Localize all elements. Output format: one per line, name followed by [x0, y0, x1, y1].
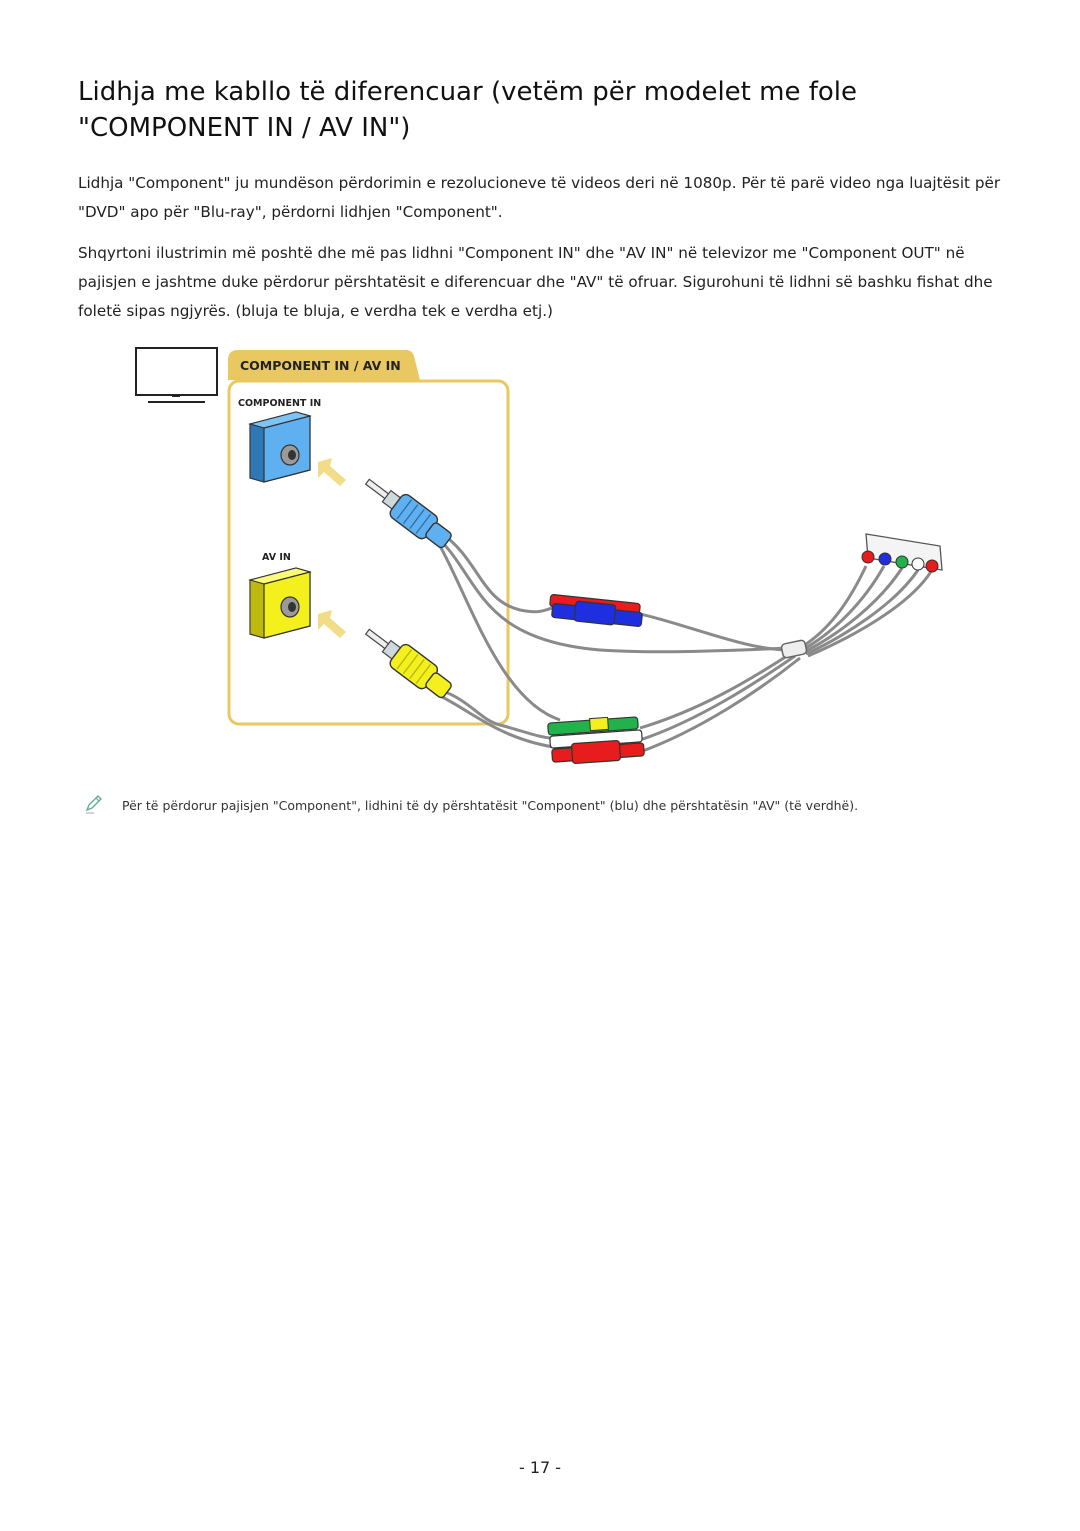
tab-label: COMPONENT IN / AV IN	[240, 358, 401, 373]
ports-panel	[227, 379, 510, 726]
intro-paragraph: Lidhja "Component" ju mundëson përdorimi…	[78, 174, 1001, 221]
arrow-icon	[318, 458, 346, 638]
cable-clip	[780, 639, 808, 659]
page-title: Lidhja me kabllo të diferencuar (vetëm p…	[78, 77, 857, 143]
instructions-paragraph: Shqyrtoni ilustrimin më poshtë dhe më pa…	[78, 244, 993, 320]
yellow-35mm-plug	[364, 628, 452, 699]
blue-35mm-plug	[364, 478, 452, 549]
blue-jack-socket-icon	[248, 411, 312, 483]
page-number: - 17 -	[518, 1458, 562, 1477]
note-text: Për të përdorur pajisjen "Component", li…	[122, 798, 859, 813]
pencil-note-icon	[85, 795, 102, 814]
external-device-panel	[861, 533, 943, 573]
yellow-jack-socket-icon	[248, 567, 312, 639]
cable-bundle	[438, 530, 934, 754]
component-av-tab: COMPONENT IN / AV IN	[228, 350, 420, 380]
green-white-red-adapter-set	[547, 716, 645, 765]
tv-icon	[135, 347, 218, 403]
red-blue-adapter-pair	[549, 594, 643, 627]
component-in-label: COMPONENT IN	[238, 398, 321, 409]
av-in-label: AV IN	[262, 552, 291, 563]
